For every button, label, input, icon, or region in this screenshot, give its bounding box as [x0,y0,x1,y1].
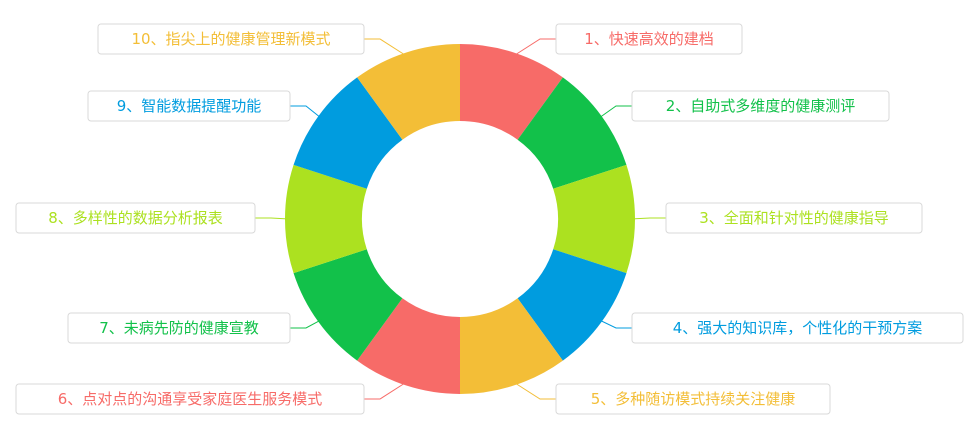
leader-line-10 [364,38,408,57]
leader-line-3 [630,217,666,220]
label-box [665,202,923,234]
segment-label-3: 3、全面和针对性的健康指导 [665,202,923,234]
segment-label-8: 8、多样性的数据分析报表 [15,202,256,234]
label-box [67,312,291,344]
label-text: 4、强大的知识库，个性化的干预方案 [673,319,923,337]
segment-label-7: 7、未病先防的健康宣教 [67,312,291,344]
segment-label-4: 4、强大的知识库，个性化的干预方案 [631,312,964,344]
leader-line-4 [598,319,632,329]
label-text: 8、多样性的数据分析报表 [48,209,223,227]
segment-labels: 1、快速高效的建档 2、自助式多维度的健康测评 3、全面和针对性的健康指导 4、强大的… [15,23,964,415]
ring-segment-6 [357,298,460,394]
label-box [97,23,365,55]
ring-segment-4 [517,249,627,361]
ring-segment-2 [517,77,627,189]
label-box [15,202,256,234]
label-text: 7、未病先防的健康宣教 [99,319,259,337]
label-box [15,383,365,415]
label-text: 10、指尖上的健康管理新模式 [131,30,330,48]
ring-segment-9 [293,77,403,189]
leader-line-6 [364,381,408,400]
label-text: 6、点对点的沟通享受家庭医生服务模式 [58,390,323,408]
label-text: 9、智能数据提醒功能 [117,97,262,115]
label-text: 2、自助式多维度的健康测评 [666,97,856,115]
segment-label-6: 6、点对点的沟通享受家庭医生服务模式 [15,383,365,415]
ring-segment-1 [460,44,563,140]
label-box [555,23,743,55]
label-box [555,383,831,415]
leader-line-9 [290,105,322,119]
label-box [631,312,964,344]
label-text: 5、多种随访模式持续关注健康 [591,390,796,408]
leader-lines [255,38,666,400]
leader-line-2 [598,105,632,119]
segment-label-9: 9、智能数据提醒功能 [87,90,291,122]
ring-segments [285,44,635,394]
leader-line-8 [255,217,290,220]
ring-segment-3 [553,164,635,274]
label-text: 3、全面和针对性的健康指导 [699,209,889,227]
leader-line-1 [512,38,556,57]
leader-line-7 [290,319,322,329]
ring-segment-10 [357,44,460,140]
label-box [87,90,291,122]
segment-label-10: 10、指尖上的健康管理新模式 [97,23,365,55]
segment-label-5: 5、多种随访模式持续关注健康 [555,383,831,415]
label-box [631,90,890,122]
leader-line-5 [512,381,556,400]
segment-label-2: 2、自助式多维度的健康测评 [631,90,890,122]
segment-label-1: 1、快速高效的建档 [555,23,743,55]
ring-segment-5 [460,298,563,394]
ring-segment-8 [285,164,367,274]
ring-segment-7 [293,249,403,361]
label-text: 1、快速高效的建档 [584,30,714,48]
